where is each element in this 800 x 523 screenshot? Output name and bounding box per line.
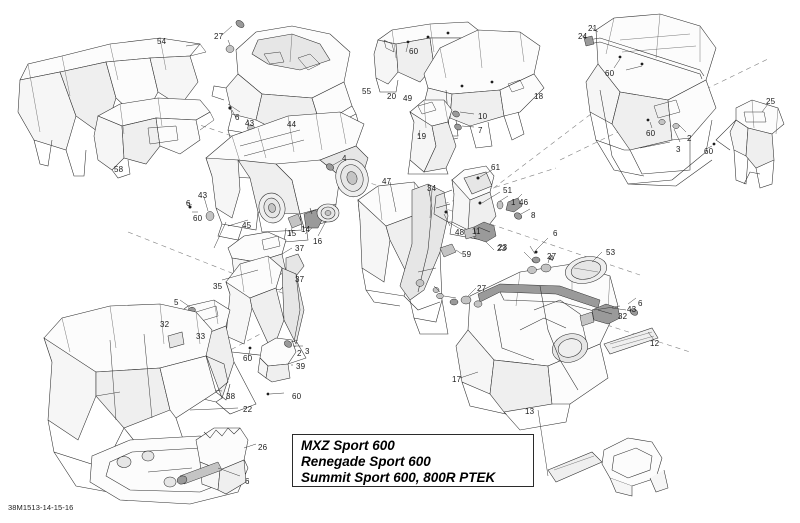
part-callout-14: 14 [301, 225, 311, 234]
part-callout-25: 25 [766, 97, 776, 106]
part-callout-35: 35 [213, 282, 223, 291]
part-callout-12: 12 [650, 339, 660, 348]
fastener-group-headlight-left [185, 196, 227, 249]
part-callout-6: 6 [235, 113, 240, 122]
part-callout-59: 59 [462, 250, 472, 259]
part-callout-43: 43 [245, 119, 255, 128]
part-callout-27: 27 [547, 252, 557, 261]
part-callout-47: 47 [382, 177, 392, 186]
part-callout-24: 24 [578, 32, 588, 41]
part-callout-6: 6 [245, 477, 250, 486]
part-32-latch-assembly-right [579, 297, 659, 355]
part-callout-44: 44 [287, 120, 297, 129]
part-17-right-console [455, 251, 619, 431]
part-4-fastener-right [325, 159, 343, 171]
part-callout-4: 4 [342, 154, 347, 163]
part-callout-13: 13 [525, 407, 535, 416]
part-callout-32: 32 [160, 320, 170, 329]
part-callout-45: 45 [242, 221, 252, 230]
part-callout-43: 43 [198, 191, 208, 200]
part-callout-8: 8 [531, 211, 536, 220]
part-callout-48: 48 [455, 228, 465, 237]
part-callout-34: 34 [427, 184, 437, 193]
part-callout-16: 16 [313, 237, 323, 246]
part-callout-58: 58 [114, 165, 124, 174]
part-19-air-deflector [407, 99, 475, 175]
part-callout-60: 60 [292, 392, 302, 401]
part-callout-3: 3 [676, 145, 681, 154]
part-callout-1: 1 [511, 198, 516, 207]
part-22-main-hood [43, 303, 257, 505]
part-callout-54: 54 [157, 37, 167, 46]
part-callout-6: 6 [638, 299, 643, 308]
part-58-lower-deflector [93, 97, 215, 179]
part-callout-4: 4 [549, 254, 554, 263]
part-callout-60: 60 [646, 129, 656, 138]
part-callout-60: 60 [243, 354, 253, 363]
part-callout-27: 27 [477, 284, 487, 293]
part-35-side-cowl [221, 255, 307, 367]
part-callout-19: 19 [417, 132, 427, 141]
part-callout-38: 38 [226, 392, 236, 401]
part-callout-43: 43 [627, 305, 637, 314]
part-callout-39: 39 [296, 362, 306, 371]
part-callout-22: 22 [243, 405, 253, 414]
model-title-box: MXZ Sport 600 Renegade Sport 600 Summit … [292, 434, 534, 487]
part-callout-17: 17 [452, 375, 462, 384]
part-callout-32: 32 [618, 312, 628, 321]
part-callout-46: 46 [519, 198, 529, 207]
part-callout-51: 51 [503, 186, 513, 195]
part-13-lower-trim [537, 409, 669, 497]
part-callout-27: 27 [214, 32, 224, 41]
part-callout-5: 5 [174, 298, 179, 307]
part-21-hood-upper [582, 13, 717, 187]
part-callout-33: 33 [196, 332, 206, 341]
part-callout-10: 10 [478, 112, 488, 121]
part-callout-60: 60 [605, 69, 615, 78]
part-callout-60: 60 [409, 47, 419, 56]
part-callout-7: 7 [478, 126, 483, 135]
part-callout-55: 55 [362, 87, 372, 96]
part-callout-20: 20 [387, 92, 397, 101]
part-18-windshield [423, 29, 545, 149]
part-callout-18: 18 [534, 92, 544, 101]
part-callout-23: 23 [497, 244, 507, 253]
part-callout-15: 15 [287, 229, 297, 238]
part-callout-61: 61 [491, 163, 501, 172]
leader-45 [227, 219, 249, 227]
part-callout-37: 37 [295, 244, 305, 253]
part-callout-6: 6 [186, 199, 191, 208]
part-callout-23: 23 [498, 243, 508, 252]
document-code: 38M1513-14-15-16 [8, 503, 74, 512]
part-callout-60: 60 [193, 214, 203, 223]
part-callout-49: 49 [403, 94, 413, 103]
part-callout-2: 2 [297, 349, 302, 358]
model-title-line-3: Summit Sport 600, 800R PTEK [301, 470, 496, 485]
part-25-right-bracket [715, 99, 785, 189]
fastener-group-left-mid [284, 339, 303, 348]
part-callout-3: 3 [305, 347, 310, 356]
part-callout-60: 60 [704, 147, 714, 156]
part-15-14-16-components [287, 203, 340, 237]
part-callout-53: 53 [606, 248, 616, 257]
part-callout-21: 21 [588, 24, 598, 33]
part-61-latch-bracket [433, 165, 531, 258]
part-44-headlight-assembly [205, 111, 369, 243]
part-47-center-cowl [357, 181, 449, 335]
model-title-line-1: MXZ Sport 600 [301, 438, 395, 453]
model-title-line-2: Renegade Sport 600 [301, 454, 431, 469]
part-callout-6: 6 [553, 229, 558, 238]
part-callout-37: 37 [295, 275, 305, 284]
fastener-group-right-console [433, 237, 552, 308]
part-27-rivet-top [221, 20, 245, 53]
part-callout-26: 26 [258, 443, 268, 452]
part-callout-11: 11 [472, 227, 481, 236]
part-callout-2: 2 [687, 134, 692, 143]
